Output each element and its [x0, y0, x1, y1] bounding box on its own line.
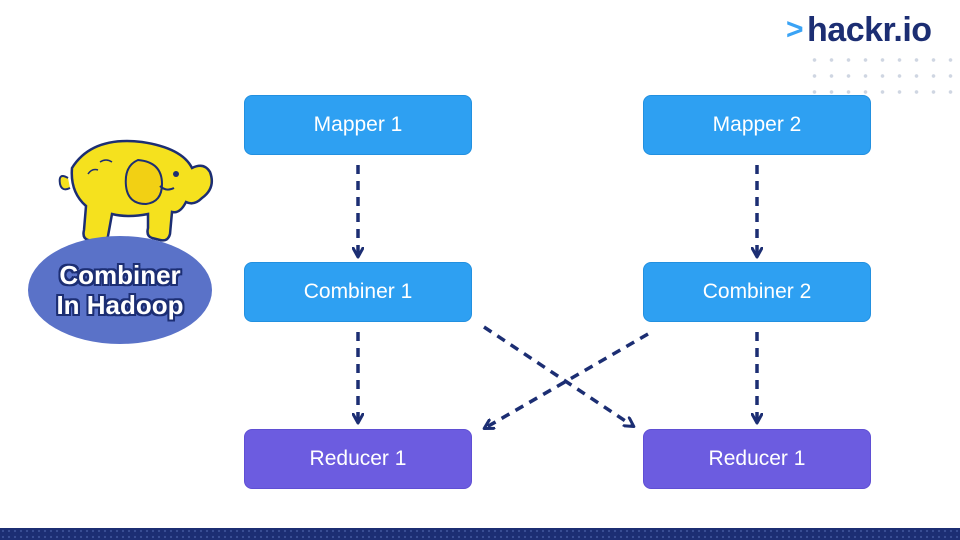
- brand-logo: > hackr.io: [786, 8, 932, 52]
- decorative-dot-grid: [806, 52, 960, 102]
- title-badge: Combiner In Hadoop: [28, 236, 212, 344]
- node-reducer-1: Reducer 1: [244, 429, 472, 489]
- footer-bar: [0, 528, 960, 540]
- brand-chevron: >: [786, 13, 804, 46]
- title-line-1: Combiner: [59, 260, 181, 290]
- brand-name: hackr.io: [807, 10, 932, 49]
- node-reducer-2: Reducer 1: [643, 429, 871, 489]
- node-combiner-1: Combiner 1: [244, 262, 472, 322]
- node-mapper-1: Mapper 1: [244, 95, 472, 155]
- title-line-2: In Hadoop: [56, 290, 184, 320]
- edge-combiner1-reducer2: [483, 325, 633, 426]
- node-mapper-2: Mapper 2: [643, 95, 871, 155]
- node-combiner-2: Combiner 2: [643, 262, 871, 322]
